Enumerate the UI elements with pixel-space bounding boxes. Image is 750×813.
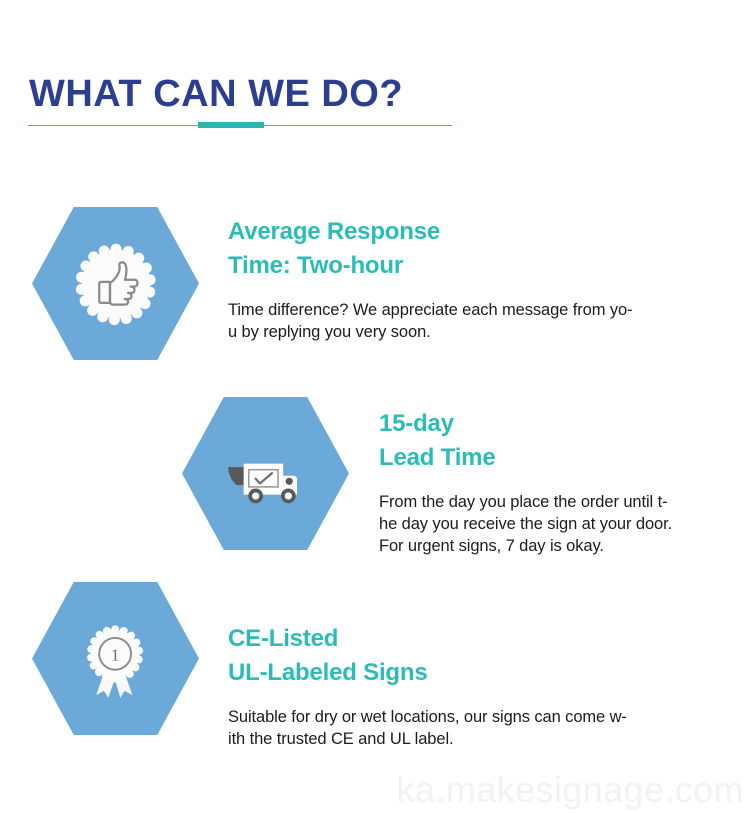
thumbs-up-badge-icon — [75, 243, 156, 325]
svg-text:1: 1 — [110, 645, 119, 664]
feature-icon-hexagon: 1 — [32, 582, 199, 735]
title-divider — [28, 122, 452, 128]
feature-icon-hexagon — [32, 207, 199, 360]
feature-text: 15-day Lead Time From the day you place … — [379, 407, 750, 574]
feature-heading-line1: Average Response — [228, 218, 441, 245]
page-title: WHAT CAN WE DO? — [29, 73, 404, 116]
feature-text: Average Response Time: Two-hour Time dif… — [228, 215, 728, 360]
award-ribbon-icon: 1 — [86, 624, 143, 698]
feature-body: Time difference? We appreciate each mess… — [228, 300, 633, 341]
feature-icon-hexagon — [182, 397, 349, 550]
feature-body: Suitable for dry or wet locations, our s… — [228, 707, 627, 748]
delivery-truck-icon — [227, 463, 297, 503]
divider-accent-bar — [198, 122, 264, 128]
feature-body: From the day you place the order until t… — [379, 492, 673, 555]
feature-heading-line2: Time: Two-hour — [228, 252, 403, 280]
site-watermark: ka.makesignage.com — [396, 769, 744, 810]
feature-heading-line1: CE-Listed — [228, 625, 339, 652]
feature-text: CE-Listed UL-Labeled Signs Suitable for … — [228, 622, 728, 767]
feature-heading-line1: 15-day — [379, 410, 454, 437]
feature-heading-line2: UL-Labeled Signs — [228, 659, 428, 687]
feature-heading-line2: Lead Time — [379, 444, 496, 472]
